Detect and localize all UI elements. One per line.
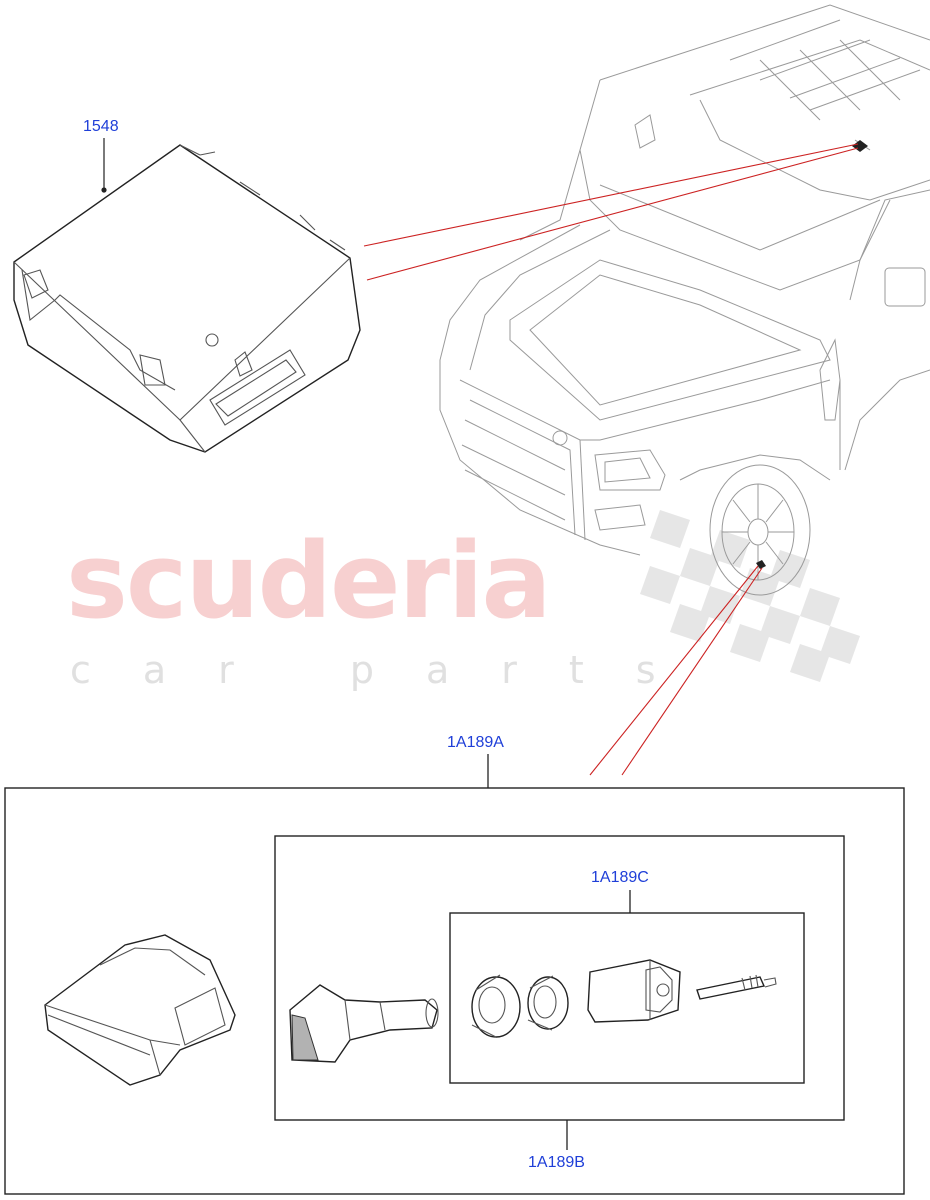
watermark-brand: scuderia — [66, 520, 552, 642]
tpms-control-module[interactable] — [13, 138, 361, 453]
sensor-kit-frame — [4, 787, 905, 1195]
control-module-location-marker — [852, 140, 868, 152]
valve-stem[interactable] — [289, 984, 439, 1063]
callout-1548[interactable]: 1548 — [83, 118, 119, 135]
valve-nut[interactable] — [587, 959, 681, 1023]
kit-brackets — [487, 754, 631, 1150]
watermark-tagline: car parts — [70, 648, 708, 692]
service-kit-frame — [449, 912, 805, 1084]
valve-grommet-large[interactable] — [471, 974, 521, 1038]
leader-lines — [363, 143, 859, 776]
vehicle-illustration — [439, 4, 930, 596]
callout-1a189c[interactable]: 1A189C — [591, 869, 649, 886]
valve-grommet-small[interactable] — [527, 975, 569, 1031]
callout-1a189b[interactable]: 1A189B — [528, 1154, 585, 1171]
checkered-flag-watermark — [640, 510, 860, 682]
valve-kit-frame — [274, 835, 845, 1121]
wheel-sensor-location-marker — [756, 560, 766, 569]
tpms-sensor[interactable] — [44, 934, 236, 1086]
callout-1a189a[interactable]: 1A189A — [447, 734, 504, 751]
valve-core[interactable] — [696, 974, 777, 1000]
